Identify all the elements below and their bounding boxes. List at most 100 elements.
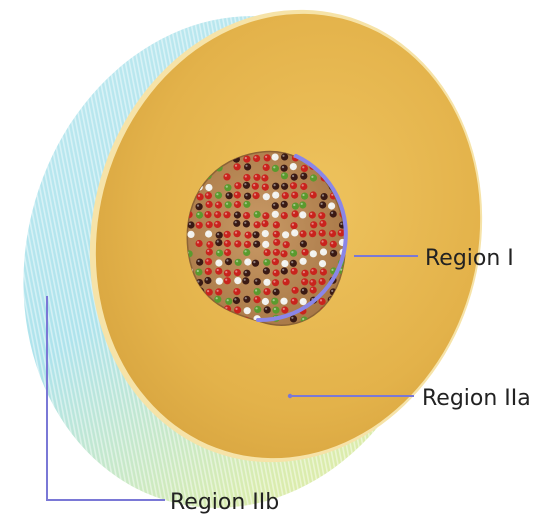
- particle-highlight: [245, 297, 247, 299]
- particle: [281, 267, 288, 274]
- particle: [263, 288, 270, 295]
- particle: [215, 288, 222, 295]
- particle: [273, 269, 280, 276]
- particle: [252, 231, 259, 238]
- particle: [321, 193, 328, 200]
- particle: [254, 306, 261, 313]
- particle-highlight: [291, 317, 293, 319]
- particle: [300, 240, 307, 247]
- particle-highlight: [265, 156, 267, 158]
- particle: [244, 258, 251, 265]
- particle: [272, 307, 279, 314]
- particle-highlight: [246, 233, 248, 235]
- particle: [234, 230, 241, 237]
- particle-highlight: [282, 213, 284, 215]
- particle: [233, 297, 240, 304]
- particle: [264, 154, 271, 161]
- particle: [244, 163, 251, 170]
- particle-highlight: [274, 308, 276, 310]
- particle-highlight: [302, 166, 304, 168]
- particle-highlight: [225, 307, 227, 309]
- particle-highlight: [254, 193, 256, 195]
- particle: [187, 231, 194, 238]
- particle-highlight: [254, 233, 256, 235]
- particle-highlight: [235, 193, 237, 195]
- particle: [206, 201, 213, 208]
- particle-highlight: [225, 241, 227, 243]
- particle-highlight: [291, 251, 293, 253]
- particle: [273, 288, 280, 295]
- particle-highlight: [273, 260, 275, 262]
- particle-highlight: [310, 213, 312, 215]
- particle: [234, 201, 241, 208]
- particle-highlight: [284, 243, 286, 245]
- particle: [263, 193, 270, 200]
- particle-highlight: [198, 260, 200, 262]
- particle: [214, 211, 221, 218]
- particle-highlight: [206, 212, 208, 214]
- particle-highlight: [282, 166, 284, 168]
- particle-highlight: [217, 240, 219, 242]
- particle: [234, 240, 241, 247]
- particle: [320, 268, 327, 275]
- particle: [253, 192, 260, 199]
- particle: [290, 222, 297, 229]
- particle: [254, 211, 261, 218]
- particle-highlight: [244, 213, 246, 215]
- particle: [290, 182, 297, 189]
- particle-highlight: [293, 288, 295, 290]
- particle-highlight: [293, 212, 295, 214]
- particle: [263, 267, 270, 274]
- particle-highlight: [320, 214, 322, 216]
- particle-highlight: [207, 250, 209, 252]
- particle: [302, 249, 309, 256]
- particle: [224, 231, 231, 238]
- particle-highlight: [293, 204, 295, 206]
- particle-highlight: [275, 240, 277, 242]
- particle-highlight: [274, 193, 276, 195]
- particle: [223, 173, 230, 180]
- particle: [205, 230, 212, 237]
- particle-highlight: [340, 240, 342, 242]
- particle: [273, 249, 280, 256]
- particle: [243, 156, 250, 163]
- particle-highlight: [225, 279, 227, 281]
- particle-highlight: [234, 298, 236, 300]
- particle-highlight: [245, 250, 247, 252]
- particle: [243, 212, 250, 219]
- particle: [206, 241, 213, 248]
- particle: [281, 183, 288, 190]
- particle: [262, 241, 269, 248]
- particle-highlight: [312, 223, 314, 225]
- particle-highlight: [282, 174, 284, 176]
- particle-highlight: [217, 233, 219, 235]
- particle-highlight: [235, 202, 237, 204]
- particle: [234, 277, 241, 284]
- particle-highlight: [274, 184, 276, 186]
- particle: [310, 286, 317, 293]
- particle: [300, 258, 307, 265]
- particle: [224, 270, 231, 277]
- particle-highlight: [322, 240, 324, 242]
- particle-highlight: [245, 165, 247, 167]
- particle: [223, 211, 230, 218]
- particle-highlight: [207, 290, 209, 292]
- particle: [301, 193, 308, 200]
- particle: [224, 184, 231, 191]
- particle-highlight: [235, 165, 237, 167]
- particle-highlight: [273, 166, 275, 168]
- particle-highlight: [198, 195, 200, 197]
- particle-highlight: [301, 213, 303, 215]
- particle: [300, 173, 307, 180]
- particle: [330, 241, 337, 248]
- particle: [243, 174, 250, 181]
- particle: [243, 296, 250, 303]
- particle-highlight: [302, 194, 304, 196]
- label-region-iib: Region IIb: [170, 490, 279, 515]
- particle-highlight: [331, 269, 333, 271]
- particle-highlight: [236, 278, 238, 280]
- particle: [272, 192, 279, 199]
- particle: [233, 288, 240, 295]
- particle-highlight: [292, 299, 294, 301]
- particle: [291, 229, 298, 236]
